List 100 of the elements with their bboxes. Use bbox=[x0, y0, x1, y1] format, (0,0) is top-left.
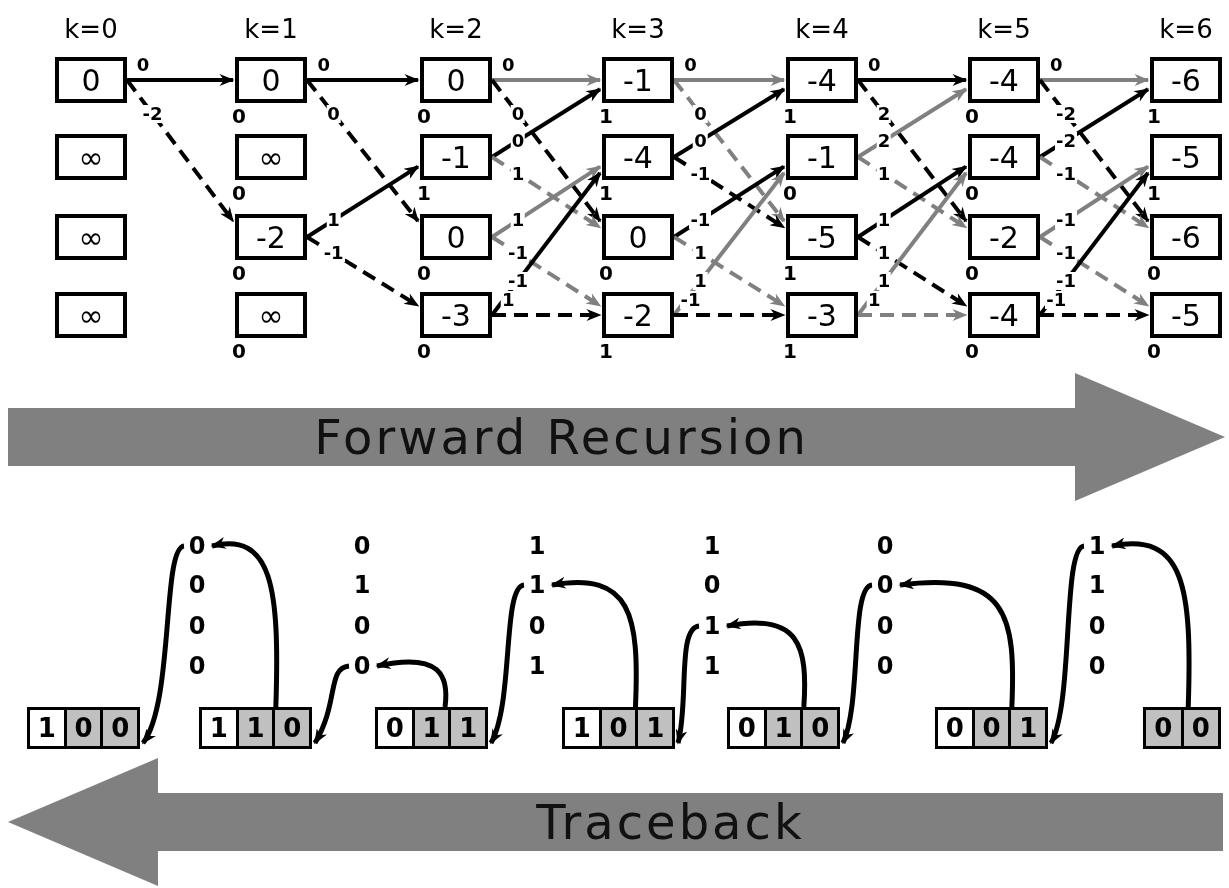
edge-label: -1 bbox=[1045, 291, 1068, 309]
register-bit: 0 bbox=[63, 710, 101, 746]
state-box: 0 bbox=[235, 57, 307, 103]
bit-label: 0 bbox=[1147, 263, 1161, 283]
edge-label: -2 bbox=[141, 104, 164, 123]
state-box: 0 bbox=[602, 214, 674, 260]
bit-label: 0 bbox=[232, 106, 246, 126]
banner-text: Forward Recursion bbox=[314, 413, 809, 461]
state-box: -5 bbox=[1150, 292, 1222, 338]
edge-label: 1 bbox=[326, 211, 341, 230]
edge-label: 0 bbox=[866, 56, 882, 74]
arrow bbox=[898, 577, 1016, 708]
state-box: -6 bbox=[1150, 57, 1222, 103]
state-box: ∞ bbox=[235, 292, 307, 338]
bit-label: 0 bbox=[417, 106, 431, 126]
bit-label: 0 bbox=[965, 183, 979, 203]
state-box: 0 bbox=[420, 214, 492, 260]
state-box: 0 bbox=[420, 57, 492, 103]
bit-label: 1 bbox=[702, 651, 722, 681]
edge-label: 2 bbox=[876, 104, 892, 123]
state-box: -2 bbox=[602, 292, 674, 338]
banner-text: Traceback bbox=[536, 798, 805, 846]
stage-label: k=1 bbox=[244, 16, 298, 42]
bit-label: 0 bbox=[965, 263, 979, 283]
bit-label: 1 bbox=[702, 531, 722, 561]
state-box: ∞ bbox=[55, 134, 127, 180]
edge-label: 1 bbox=[500, 291, 516, 309]
edge-label: -2 bbox=[1054, 131, 1077, 150]
register-bit: 0 bbox=[598, 710, 636, 746]
edge-label: 0 bbox=[316, 56, 331, 74]
bit-label: 1 bbox=[1147, 106, 1161, 126]
edge-label: -1 bbox=[506, 271, 529, 290]
edge-label: 1 bbox=[510, 211, 526, 230]
edge-label: -1 bbox=[679, 291, 702, 309]
state-box: -1 bbox=[602, 57, 674, 103]
shift-register bbox=[562, 707, 675, 749]
edge-label: 0 bbox=[326, 104, 341, 123]
edge-label: 0 bbox=[500, 56, 516, 74]
edge-label: 0 bbox=[510, 131, 526, 150]
state-box: -4 bbox=[968, 57, 1040, 103]
bit-label: 0 bbox=[1147, 341, 1161, 361]
bit-label: 0 bbox=[352, 611, 372, 641]
arrow bbox=[674, 309, 786, 321]
arrow bbox=[492, 74, 602, 86]
state-box: ∞ bbox=[235, 134, 307, 180]
arrow bbox=[1110, 538, 1192, 708]
arrow bbox=[127, 74, 235, 86]
bit-label: 0 bbox=[875, 531, 895, 561]
edge-label: 0 bbox=[693, 131, 708, 150]
state-box: -6 bbox=[1150, 214, 1222, 260]
bit-label: 1 bbox=[527, 651, 547, 681]
edge-label: -1 bbox=[1054, 271, 1077, 290]
state-box: -4 bbox=[786, 57, 858, 103]
state-box: -4 bbox=[968, 292, 1040, 338]
state-box: -4 bbox=[968, 134, 1040, 180]
bit-label: 1 bbox=[599, 341, 613, 361]
arrow bbox=[488, 582, 526, 745]
stage-label: k=6 bbox=[1159, 16, 1213, 42]
bit-label: 0 bbox=[232, 341, 246, 361]
state-box: -3 bbox=[420, 292, 492, 338]
bit-label: 0 bbox=[875, 611, 895, 641]
stage-label: k=2 bbox=[429, 16, 483, 42]
state-box: -4 bbox=[602, 134, 674, 180]
arrow bbox=[492, 309, 602, 321]
bit-label: 0 bbox=[187, 651, 207, 681]
state-box: ∞ bbox=[55, 214, 127, 260]
arrow bbox=[1048, 544, 1086, 745]
bit-label: 0 bbox=[875, 651, 895, 681]
bit-label: 0 bbox=[187, 611, 207, 641]
arrow bbox=[674, 74, 786, 86]
edge-label: 1 bbox=[510, 164, 526, 183]
register-bit: 0 bbox=[100, 710, 137, 746]
bit-label: 1 bbox=[783, 106, 797, 126]
bit-label: 1 bbox=[701, 611, 723, 641]
bit-label: 0 bbox=[874, 570, 896, 600]
edge-label: 1 bbox=[876, 211, 892, 230]
bit-label: 0 bbox=[186, 531, 208, 561]
arrow bbox=[858, 74, 968, 86]
shift-register bbox=[199, 707, 312, 749]
bit-label: 0 bbox=[352, 531, 372, 561]
bit-label: 0 bbox=[232, 183, 246, 203]
arrow bbox=[840, 582, 874, 745]
bit-label: 1 bbox=[599, 106, 613, 126]
bit-label: 0 bbox=[417, 263, 431, 283]
register-bit: 1 bbox=[411, 710, 449, 746]
register-bit: 1 bbox=[635, 710, 672, 746]
bit-label: 0 bbox=[783, 183, 797, 203]
state-box: -1 bbox=[420, 134, 492, 180]
bit-label: 0 bbox=[187, 570, 207, 600]
shift-register bbox=[375, 707, 488, 749]
bit-label: 1 bbox=[1087, 570, 1107, 600]
bit-label: 0 bbox=[965, 341, 979, 361]
bit-label: 1 bbox=[1086, 531, 1108, 561]
edge-label: 0 bbox=[693, 104, 708, 123]
arrow bbox=[210, 538, 280, 708]
edge-label: -1 bbox=[1054, 211, 1077, 230]
arrow bbox=[375, 657, 449, 708]
edge-label: -1 bbox=[689, 211, 712, 230]
shift-register bbox=[1143, 707, 1221, 749]
edge-label: -1 bbox=[689, 164, 712, 183]
